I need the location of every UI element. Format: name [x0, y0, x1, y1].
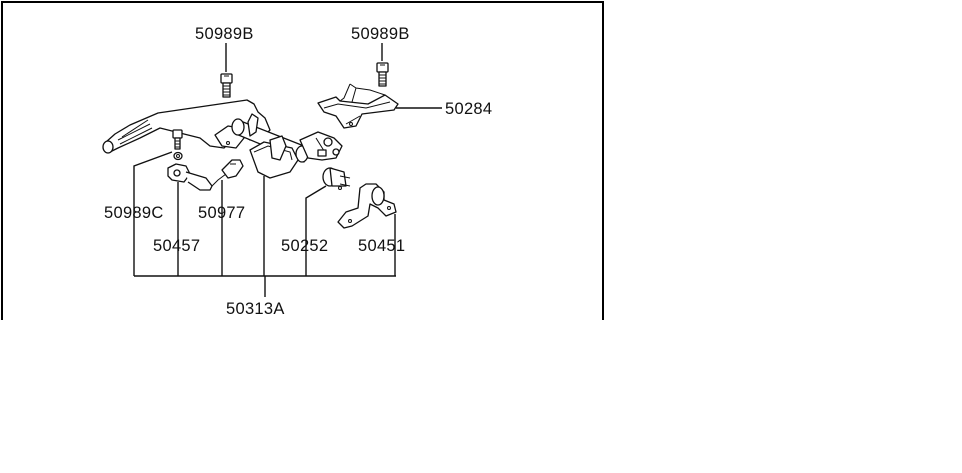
support-bracket-part	[337, 183, 397, 229]
callout-grommet: 50252	[281, 237, 328, 255]
diagram-border	[1, 1, 604, 320]
callout-switch: 50457	[153, 237, 200, 255]
callout-support-bracket: 50451	[358, 237, 405, 255]
lever-boot-part	[249, 135, 299, 179]
callout-bracket: 50284	[445, 100, 492, 118]
cable-equalizer-part	[299, 131, 343, 161]
grommet-part	[322, 167, 351, 190]
callout-bolt-top-right: 50989B	[351, 25, 410, 43]
callout-bolt-left: 50989C	[104, 204, 164, 222]
callout-lever-assembly: 50313A	[226, 300, 285, 318]
leader-lines	[133, 43, 442, 297]
connector-part	[211, 159, 244, 187]
mounting-bracket-part	[317, 83, 399, 129]
nut-part	[173, 151, 183, 161]
bolt-left-part	[172, 129, 183, 150]
bolt-top-left-part	[220, 73, 233, 98]
bolt-top-right-part	[376, 62, 389, 87]
brake-warning-switch-part	[167, 163, 213, 191]
callout-bolt-top-left: 50989B	[195, 25, 254, 43]
callout-switch-harness: 50977	[198, 204, 245, 222]
